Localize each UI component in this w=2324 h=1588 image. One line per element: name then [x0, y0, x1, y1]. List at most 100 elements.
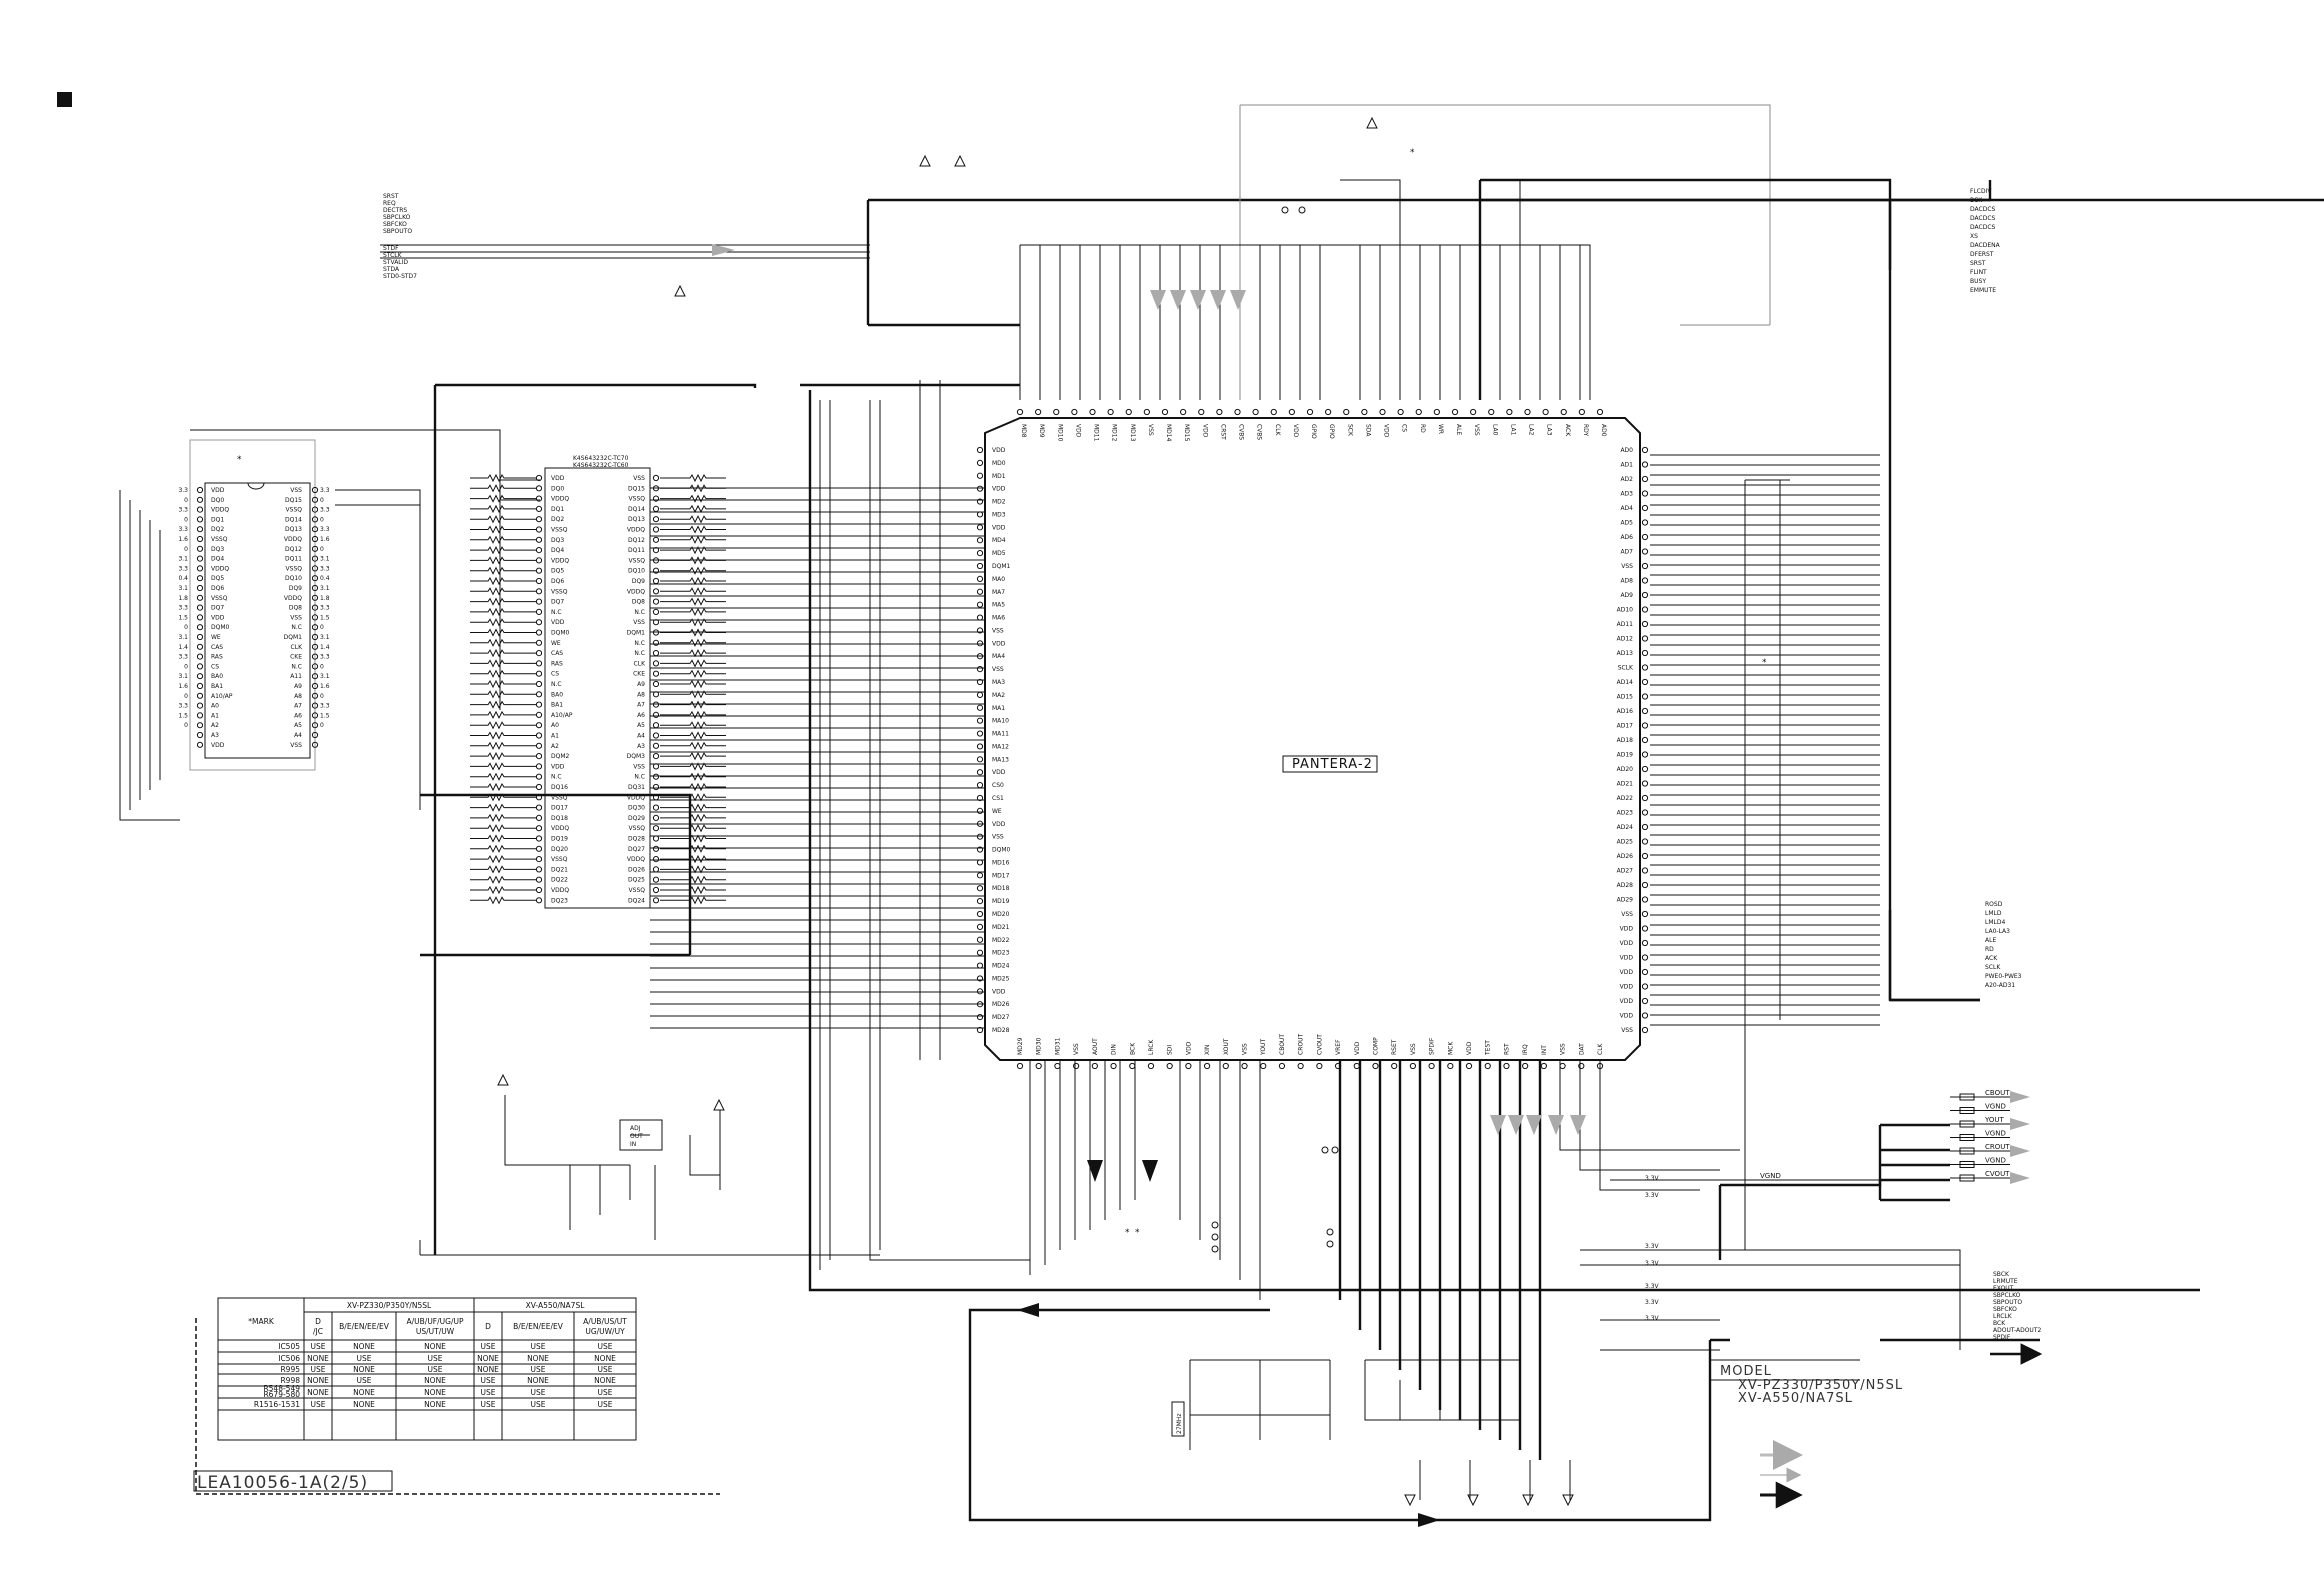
table-cell: NONE	[307, 1388, 329, 1397]
table-cell: NONE	[353, 1365, 375, 1374]
pin-pad	[1107, 408, 1114, 416]
pin-label: VDD	[1620, 969, 1634, 976]
reg-pin-label: ADJ	[630, 1125, 641, 1132]
pin-pad	[535, 650, 543, 657]
pin-label: MD22	[992, 937, 1010, 944]
resistor	[470, 834, 536, 843]
pin-label: A9	[294, 683, 302, 690]
pin-pad	[1016, 1062, 1024, 1070]
bus-label: LMLD	[1985, 910, 2002, 917]
pin-pad	[1641, 968, 1649, 976]
pin-pad	[196, 731, 204, 739]
pin-pad	[196, 516, 204, 523]
bus-label: RD	[1985, 946, 1994, 953]
table-cell: USE	[428, 1365, 443, 1374]
pin-label: MA4	[992, 653, 1005, 660]
pin-label: VDD	[1620, 984, 1634, 991]
pin-voltage: 0	[320, 693, 324, 700]
pin-label: VDD	[1620, 955, 1634, 962]
pin-pad	[535, 567, 543, 574]
resistor	[470, 484, 536, 493]
pin-voltage: 0	[320, 663, 324, 670]
pin-label: DQM1	[627, 630, 646, 637]
pin-pad	[196, 555, 204, 562]
pin-pad	[1641, 664, 1649, 671]
reg-pin-label: OUT	[630, 1133, 643, 1140]
table-col-header: D	[315, 1317, 321, 1326]
table-cell: NONE	[477, 1365, 499, 1374]
bus-label: SBPCLKO	[1993, 1292, 2021, 1299]
pin-label: AD8	[1620, 578, 1633, 585]
pin-pad	[1559, 1062, 1566, 1070]
pin-label: MD12	[1111, 424, 1118, 442]
pin-pad	[1353, 1062, 1360, 1070]
pin-label: A6	[637, 712, 645, 719]
pin-voltage: 0.4	[320, 575, 330, 582]
pin-pad	[1641, 548, 1649, 555]
pin-pad	[1641, 751, 1649, 758]
pin-label: VSS	[992, 834, 1004, 841]
table-border	[217, 1297, 637, 1441]
pin-label: A4	[637, 733, 645, 740]
pin-label: VSS	[290, 487, 302, 494]
pin-label: MD27	[992, 1014, 1010, 1021]
pin-label: MA6	[992, 615, 1005, 622]
pin-pad	[535, 516, 543, 523]
pin-pad	[1129, 1062, 1136, 1070]
pin-label: DQM2	[551, 753, 570, 760]
pin-pad	[535, 639, 543, 646]
pin-label: GPIO	[1310, 424, 1317, 439]
pin-pad	[976, 756, 984, 763]
pin-pad	[976, 949, 984, 956]
pin-pad	[976, 923, 984, 930]
pin-pad	[652, 711, 660, 719]
pin-label: MD15	[1183, 424, 1190, 442]
pin-pad	[976, 730, 984, 737]
arrow-down-icon	[1230, 290, 1246, 310]
pin-pad	[652, 732, 660, 739]
pin-label: CLK	[1274, 424, 1281, 437]
pin-label: VSS	[1242, 1043, 1249, 1055]
pin-pad	[976, 601, 984, 608]
pin-label: AD18	[1617, 737, 1634, 744]
pin-label: VSS	[1621, 1027, 1633, 1034]
resistor	[660, 535, 726, 544]
pin-label: DQM1	[284, 634, 303, 641]
pin-pad	[652, 474, 660, 482]
resistor	[470, 515, 536, 524]
pin-label: VSSQ	[629, 825, 646, 832]
dram-part-a: K4S643232C-TC70	[573, 455, 629, 462]
pin-label: VSSQ	[286, 507, 303, 514]
resistor	[470, 721, 536, 730]
table-cell: USE	[357, 1376, 372, 1385]
pin-label: DQ15	[628, 485, 645, 492]
pin-pad	[1470, 408, 1477, 416]
pin-label: VSSQ	[211, 536, 228, 543]
resistor	[470, 566, 536, 575]
video-output-label: VGND	[1985, 1157, 2006, 1165]
pin-pad	[1578, 408, 1585, 416]
pin-label: VSS	[633, 619, 645, 626]
pin-pad	[652, 701, 660, 708]
pin-label: DQ6	[211, 585, 224, 592]
pin-pad	[196, 575, 204, 582]
pin-label: DQ3	[551, 537, 564, 544]
pin-voltage: 1.6	[178, 536, 188, 543]
pin-pad	[311, 692, 319, 699]
table-cell: USE	[311, 1400, 326, 1409]
pin-label: CVBS	[1256, 424, 1263, 440]
pin-label: AD5	[1620, 520, 1633, 527]
pin-pad	[1641, 852, 1649, 860]
pin-pad	[1180, 408, 1187, 416]
pin-pad	[196, 682, 204, 690]
bus-label: DFERST	[1970, 251, 1994, 258]
pin-pad	[1641, 475, 1649, 483]
pin-pad	[976, 743, 984, 750]
resistor	[470, 525, 536, 534]
bus-label: DACDCS	[1970, 224, 1996, 231]
pin-pad	[535, 763, 543, 770]
pin-pad	[1397, 408, 1404, 416]
video-output-label: VGND	[1985, 1130, 2006, 1138]
pin-pad	[976, 807, 984, 814]
